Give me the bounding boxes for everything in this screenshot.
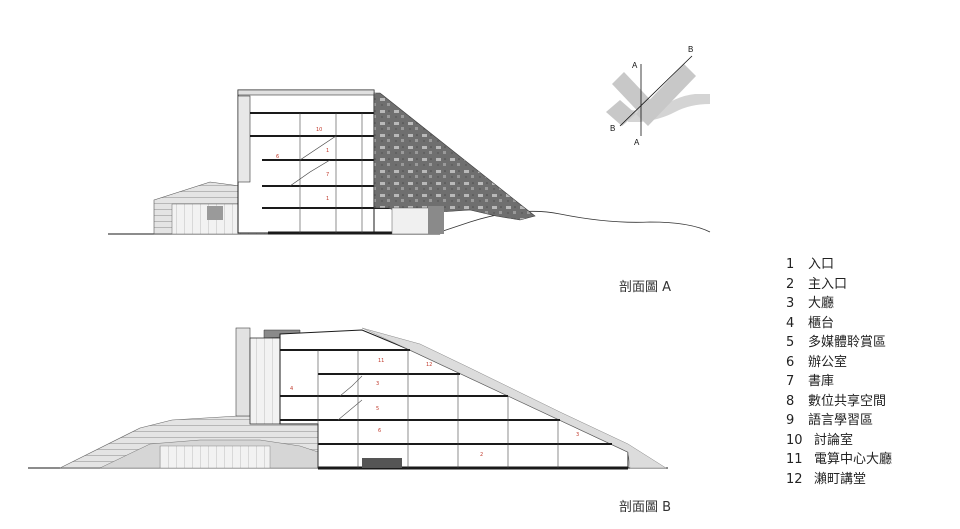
legend-label: 書庫	[808, 374, 835, 389]
legend-item: 10 討論室	[786, 431, 892, 451]
section-a-base-block-dark	[428, 206, 444, 234]
section-b-room-tag: 3	[376, 381, 379, 387]
legend-number: 6	[786, 354, 795, 370]
section-b: 11 12 3 4 5 6 3 2	[28, 327, 668, 470]
section-b-interior-stair	[337, 375, 363, 421]
legend-label: 討論室	[814, 432, 854, 448]
legend-number: 8	[786, 393, 795, 409]
legend-item: 4 櫃台	[786, 314, 892, 334]
key-plan-wing-sw	[606, 100, 636, 126]
legend-label: 數位共享空間	[808, 393, 887, 409]
legend-number: 1	[786, 257, 795, 272]
section-b-room-tag: 12	[426, 362, 432, 368]
section-b-glass-facade	[249, 337, 281, 425]
legend-label: 瀨町講堂	[814, 471, 867, 487]
legend-item: 2 主入口	[786, 275, 892, 295]
section-a-stair-block	[207, 206, 223, 220]
section-a-room-tag: 7	[326, 172, 329, 178]
section-a-floor-slabs	[250, 112, 392, 235]
section-a-roof	[237, 89, 375, 96]
legend-label: 多媒體聆賞區	[808, 335, 887, 350]
section-b-caption: 剖面圖 B	[619, 500, 672, 515]
section-a-stone-wall	[373, 92, 536, 221]
room-legend: 1 入口 2 主入口 3 大廳 4 櫃台 5 多媒體聆賞區 6 辦公室 7 書庫 8 數位共享空…	[786, 255, 892, 489]
legend-item: 11 電算中心大廳	[786, 450, 892, 470]
section-b-green-slope	[361, 327, 667, 469]
legend-item: 5 多媒體聆賞區	[786, 333, 892, 353]
key-plan-label-b-top: B	[688, 45, 693, 54]
section-b-room-tag: 4	[290, 386, 293, 392]
section-b-room-tag: 2	[480, 452, 483, 458]
section-a-columns	[299, 113, 363, 233]
legend-item: 6 辦公室	[786, 353, 892, 373]
legend-label: 電算中心大廳	[814, 452, 893, 467]
legend-label: 主入口	[808, 276, 848, 292]
section-a-room-tag: 1	[326, 148, 329, 154]
legend-number: 3	[786, 296, 795, 311]
legend-number: 10	[786, 432, 803, 448]
section-a-core-wall	[237, 95, 251, 183]
section-b-core-tower	[235, 327, 251, 417]
legend-number: 5	[786, 335, 795, 350]
legend-item: 7 書庫	[786, 372, 892, 392]
legend-label: 大廳	[808, 296, 835, 311]
legend-item: 9 語言學習區	[786, 411, 892, 431]
section-a-room-tag: 6	[276, 154, 279, 160]
section-b-room-tag: 3	[576, 432, 579, 438]
legend-number: 2	[786, 276, 795, 292]
legend-item: 12 瀨町講堂	[786, 470, 892, 490]
legend-number: 9	[786, 413, 795, 428]
section-a: 10 1 6 7 1	[108, 89, 711, 235]
legend-number: 7	[786, 374, 795, 389]
legend-label: 入口	[808, 257, 835, 272]
key-plan-wing-ne	[636, 64, 696, 126]
legend-item: 8 數位共享空間	[786, 392, 892, 412]
key-plan-label-a-bottom: A	[634, 138, 640, 147]
key-plan-label-a-top: A	[632, 61, 638, 70]
section-a-interior-stair	[289, 135, 337, 187]
legend-item: 3 大廳	[786, 294, 892, 314]
key-plan-cut-line-b	[619, 55, 693, 127]
legend-number: 11	[786, 452, 803, 467]
legend-item: 1 入口	[786, 255, 892, 275]
section-a-caption: 剖面圖 A	[619, 280, 672, 295]
section-a-room-tag: 1	[326, 196, 329, 202]
legend-number: 12	[786, 471, 803, 487]
section-a-room-tag: 10	[316, 127, 322, 133]
legend-label: 櫃台	[808, 315, 835, 331]
section-b-room-tag: 5	[376, 406, 379, 412]
legend-number: 4	[786, 315, 795, 331]
section-b-columns	[317, 350, 559, 468]
section-a-terrain-line	[439, 210, 711, 233]
key-plan: A A B B	[606, 45, 710, 147]
legend-label: 辦公室	[808, 354, 848, 370]
section-b-entry-furniture	[362, 458, 402, 468]
key-plan-label-b-bottom: B	[610, 124, 615, 133]
section-b-room-tag: 6	[378, 428, 381, 434]
legend-label: 語言學習區	[808, 413, 874, 428]
section-a-building-mass	[237, 89, 375, 234]
section-b-terrace-glass	[159, 445, 271, 469]
section-b-room-tag: 11	[378, 358, 384, 364]
